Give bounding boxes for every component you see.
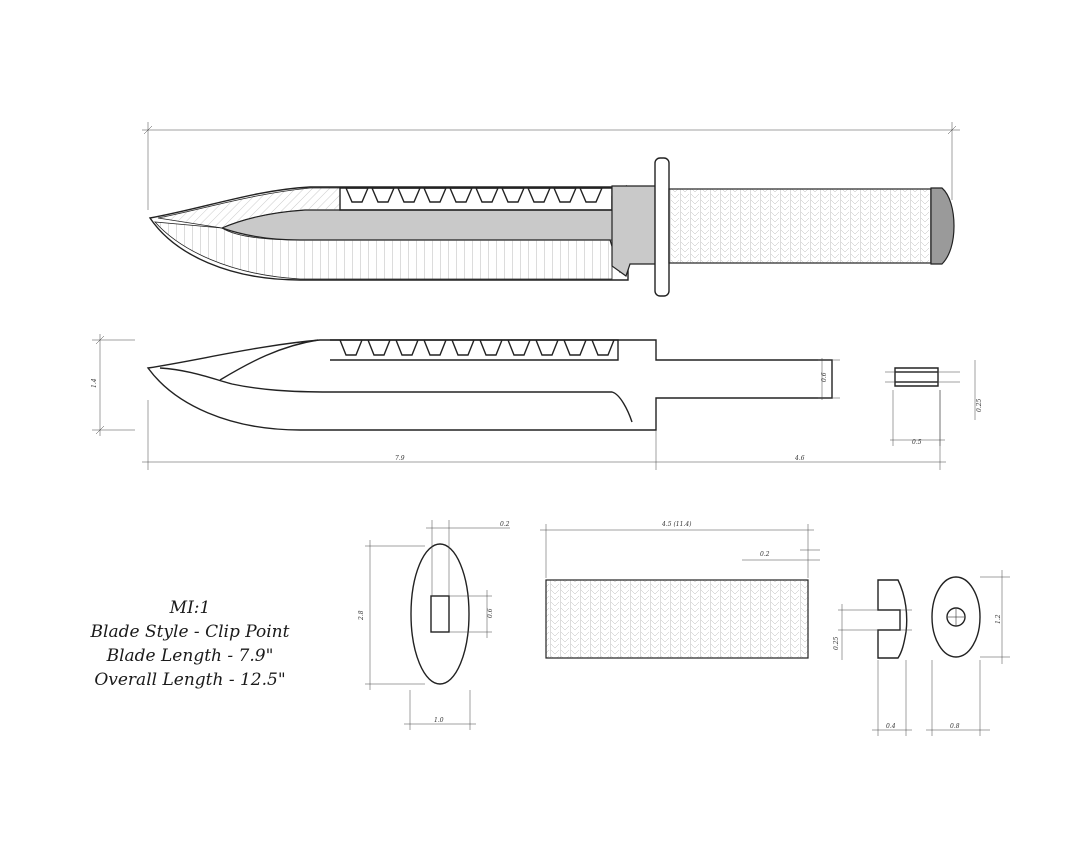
svg-text:0.2: 0.2 (500, 521, 510, 528)
model-label: MI:1 (169, 598, 211, 618)
svg-text:1.0: 1.0 (434, 717, 444, 724)
overall-length-dimension (142, 122, 960, 210)
svg-text:7.9: 7.9 (395, 455, 405, 462)
pommel-nut-end-view: 1.2 0.8 (926, 570, 1010, 736)
svg-text:1.2: 1.2 (995, 614, 1002, 624)
svg-text:4.6: 4.6 (794, 455, 805, 462)
svg-text:2.8: 2.8 (358, 610, 365, 621)
top-blade-edge-bevel (154, 221, 613, 280)
top-handle-wrap (668, 188, 932, 264)
top-knife-view (142, 122, 960, 297)
svg-text:0.6: 0.6 (487, 608, 494, 618)
blank-profile-view: 1.4 0.6 0.25 0.5 (91, 334, 983, 470)
svg-text:0.5: 0.5 (912, 439, 922, 446)
overall-length-label: Overall Length - 12.5" (94, 670, 286, 690)
svg-text:0.4: 0.4 (886, 723, 896, 730)
pommel-nut-side-view: 0.25 0.4 (833, 579, 912, 736)
blade-style-label: Blade Style - Clip Point (90, 622, 290, 642)
knife-spec-block: MI:1 Blade Style - Clip Point Blade Leng… (60, 596, 320, 692)
svg-text:0.2: 0.2 (760, 551, 770, 558)
blank-sawback-teeth (330, 339, 619, 361)
top-pommel (930, 187, 955, 265)
tang-dimensions: 0.6 0.25 0.5 (818, 358, 983, 446)
svg-text:0.6: 0.6 (821, 372, 828, 382)
blank-threaded-tang (894, 367, 939, 387)
blank-blade-outline (146, 339, 833, 431)
blank-grind-line (219, 339, 319, 381)
blade-length-label: Blade Length - 7.9" (106, 646, 274, 666)
svg-text:0.8: 0.8 (950, 723, 960, 730)
top-ricasso (611, 185, 657, 277)
svg-text:0.25: 0.25 (976, 398, 983, 412)
svg-text:0.25: 0.25 (833, 636, 840, 650)
top-guard (654, 157, 670, 297)
guard-front-view: 2.8 1.0 0.2 0.6 (358, 520, 510, 730)
svg-text:1.4: 1.4 (91, 378, 98, 388)
svg-text:4.5 (11.4): 4.5 (11.4) (661, 521, 692, 528)
blank-length-dimensions: 7.9 4.6 (142, 390, 946, 470)
blank-height-dimension: 1.4 (91, 334, 135, 436)
blank-clip-line (159, 367, 633, 423)
handle-wrap-flat-view: 4.5 (11.4) 0.2 (540, 521, 820, 659)
top-blade-spine-bevel (157, 187, 341, 229)
